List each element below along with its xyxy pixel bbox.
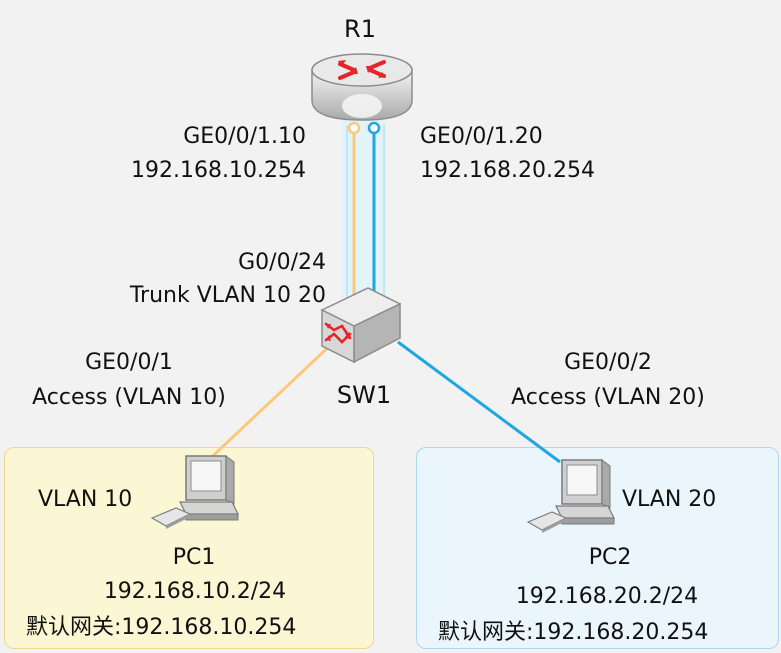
switch-uplink-mode: Trunk VLAN 10 20 xyxy=(129,283,326,308)
router-icon xyxy=(311,53,413,121)
switch-uplink-port: G0/0/24 xyxy=(238,250,326,275)
switch-port-left: GE0/0/1 xyxy=(85,350,173,375)
pc2-vlan-label: VLAN 20 xyxy=(622,487,717,512)
router-subif-20-name: GE0/0/1.20 xyxy=(420,124,543,149)
pc2-computer-icon xyxy=(526,459,615,533)
pc2-gateway: 默认网关:192.168.20.254 xyxy=(438,620,709,645)
router-subif-10-name: GE0/0/1.10 xyxy=(183,124,306,149)
pc1-ip: 192.168.10.2/24 xyxy=(103,579,287,604)
switch-icon xyxy=(320,287,402,364)
access-link-pc2 xyxy=(397,340,561,464)
pc1-computer-icon xyxy=(150,455,239,529)
switch-port-right-mode: Access (VLAN 20) xyxy=(511,385,705,410)
switch-port-right: GE0/0/2 xyxy=(564,350,652,375)
pc2-ip: 192.168.20.2/24 xyxy=(515,584,699,609)
pc1-gateway: 默认网关:192.168.10.254 xyxy=(26,615,297,640)
trunk-glow xyxy=(342,118,386,298)
pc1-vlan-label: VLAN 10 xyxy=(38,487,133,512)
subif-10-port-dot xyxy=(347,121,361,135)
router-subif-10-ip: 192.168.10.254 xyxy=(131,158,306,183)
pc2-name: PC2 xyxy=(588,545,632,570)
router-subif-20-ip: 192.168.20.254 xyxy=(420,158,595,183)
access-link-pc1 xyxy=(198,338,338,470)
switch-port-left-mode: Access (VLAN 10) xyxy=(32,385,226,410)
subif-20-port-dot xyxy=(367,121,381,135)
router-name: R1 xyxy=(344,15,376,43)
switch-name: SW1 xyxy=(336,381,392,409)
pc1-name: PC1 xyxy=(172,545,216,570)
